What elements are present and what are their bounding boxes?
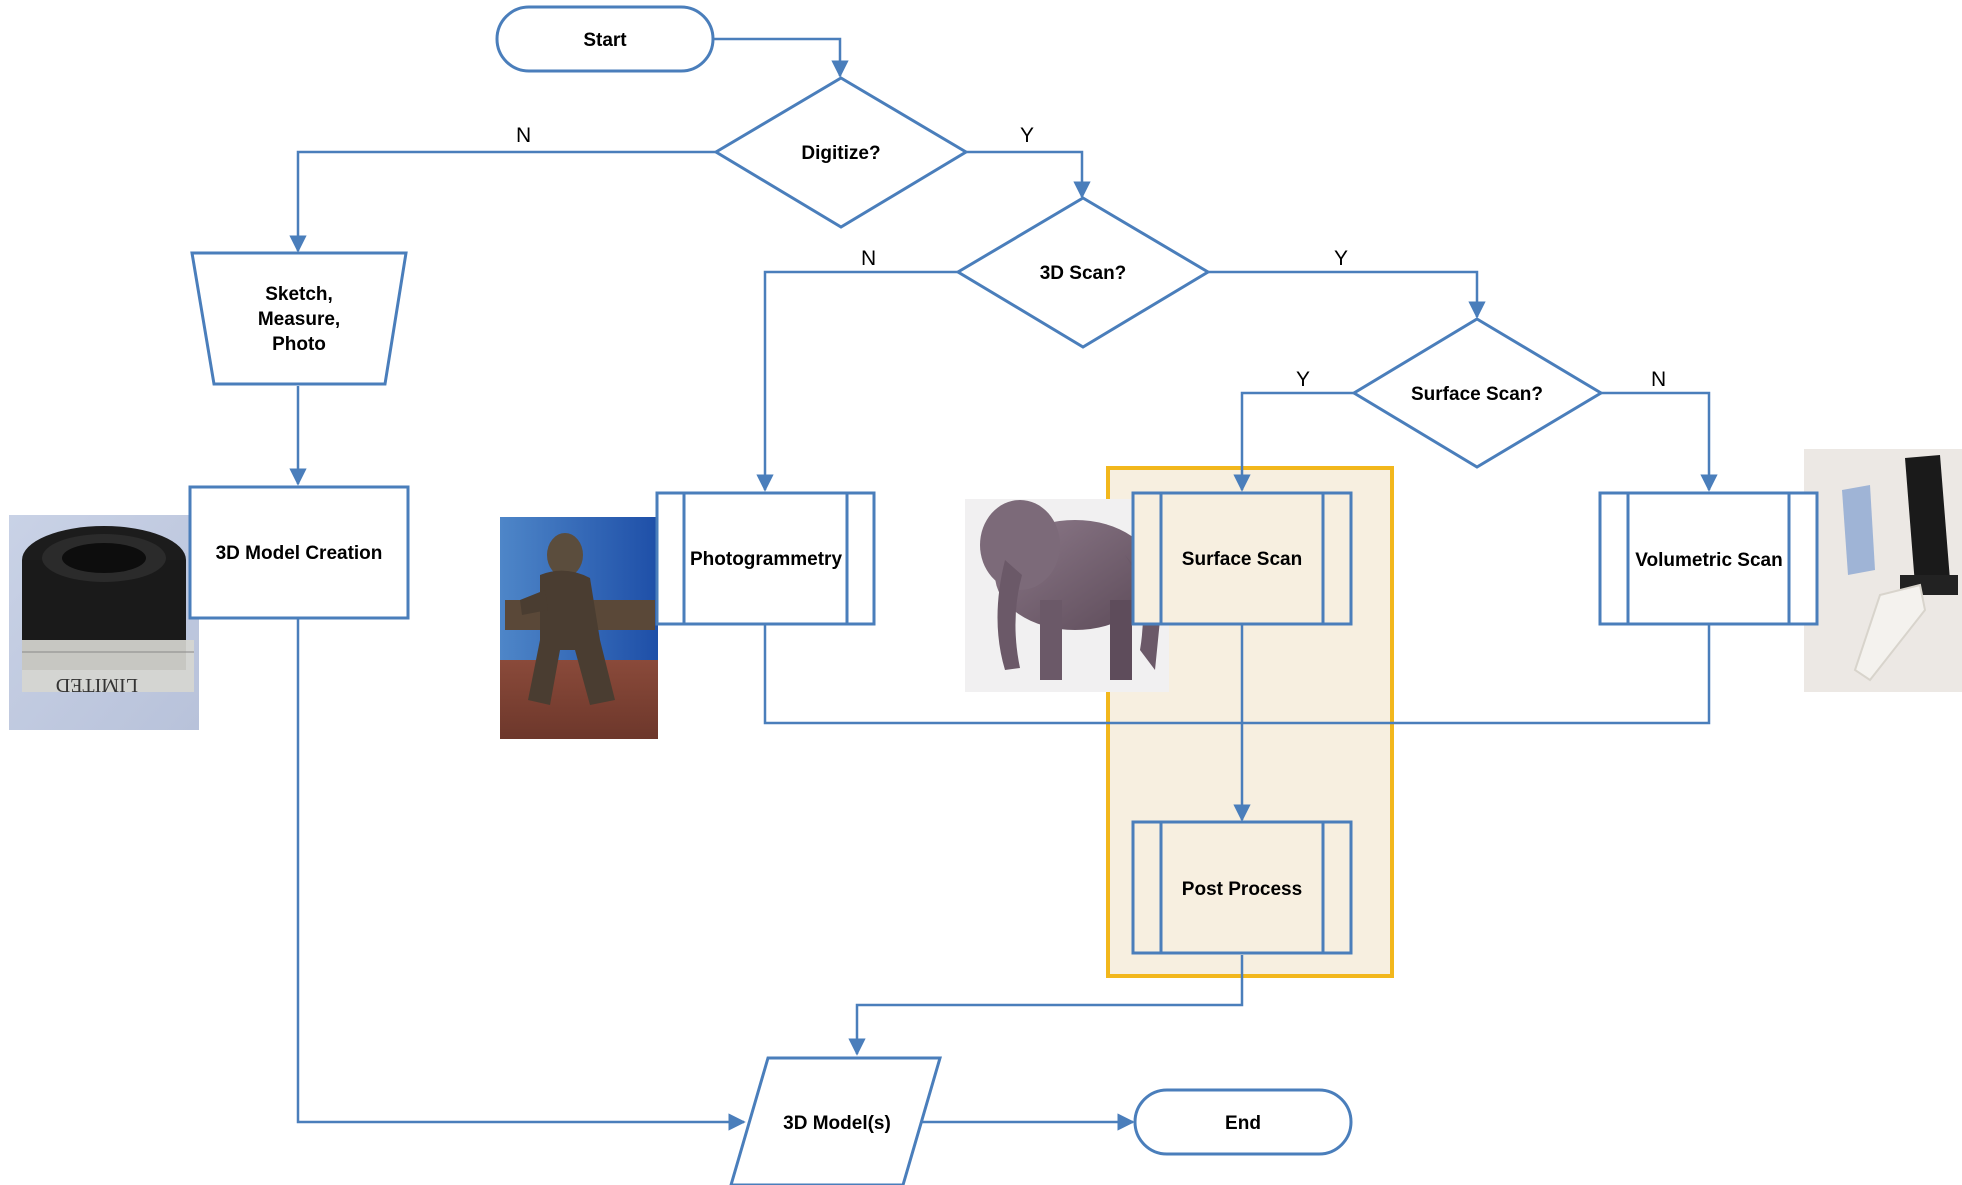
plastic-parts-photo [1804, 449, 1962, 692]
post-process-label: Post Process [1182, 879, 1302, 900]
branch-label-3dscan-yes: Y [1334, 247, 1348, 270]
digitize-decision: Digitize? [713, 76, 969, 229]
camera-lens-photo: LIMITED [9, 515, 199, 730]
3d-scan-label: 3D Scan? [1040, 263, 1127, 284]
3d-models-node: 3D Model(s) [729, 1056, 942, 1185]
photogrammetry-label: Photogrammetry [690, 549, 842, 570]
3d-model-creation-node: 3D Model Creation [188, 485, 410, 620]
3d-scan-decision: 3D Scan? [955, 196, 1211, 349]
branch-label-digitize-yes: Y [1020, 124, 1034, 147]
model-creation-label: 3D Model Creation [216, 543, 383, 564]
sketch-label-line2: Measure, [258, 309, 340, 330]
models-label: 3D Model(s) [783, 1113, 891, 1134]
sketch-label-line3: Photo [272, 334, 326, 355]
surface-scan-decision: Surface Scan? [1351, 317, 1604, 469]
sketch-label-line1: Sketch, [265, 284, 333, 305]
sketch-measure-photo-node: Sketch, Measure, Photo [190, 251, 408, 386]
branch-label-3dscan-no: N [861, 247, 876, 270]
svg-text:LIMITED: LIMITED [56, 674, 138, 696]
branch-label-surface-yes: Y [1296, 368, 1310, 391]
digitize-label: Digitize? [801, 143, 880, 164]
start-node: Start [495, 5, 715, 73]
branch-label-digitize-no: N [516, 124, 531, 147]
connectors [289, 37, 1718, 1131]
surface-scan-node: Surface Scan [1131, 491, 1353, 626]
post-process-node: Post Process [1131, 820, 1353, 955]
volumetric-scan-label: Volumetric Scan [1635, 550, 1782, 571]
end-node: End [1133, 1088, 1353, 1156]
photogrammetry-node: Photogrammetry [655, 491, 876, 626]
volumetric-scan-node: Volumetric Scan [1598, 491, 1819, 626]
branch-label-surface-no: N [1651, 368, 1666, 391]
bronze-statue-photo [500, 517, 658, 739]
end-label: End [1225, 1113, 1261, 1134]
surface-scan-question-label: Surface Scan? [1411, 384, 1543, 405]
surface-scan-label: Surface Scan [1182, 549, 1302, 570]
start-label: Start [583, 30, 627, 51]
